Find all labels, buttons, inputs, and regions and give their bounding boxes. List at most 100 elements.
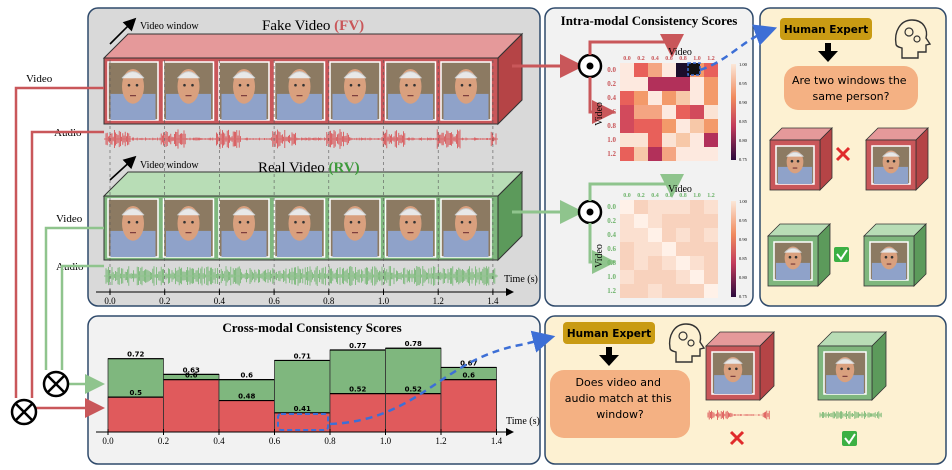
colorbar-tick: 0.90 bbox=[739, 100, 748, 105]
real-video-frame bbox=[440, 198, 492, 258]
fake-connector-arrows bbox=[14, 86, 105, 418]
heatmap-cell bbox=[676, 270, 690, 284]
real-heatmap-arrows bbox=[588, 174, 684, 274]
heatmap-cell bbox=[648, 63, 662, 77]
heatmap-xtick: 1.2 bbox=[707, 193, 715, 199]
cross-label-red: 0.41 bbox=[294, 405, 311, 413]
fake-audio-mini bbox=[707, 410, 770, 420]
fake-video-window-label: Video window bbox=[140, 21, 199, 32]
heatmap-ytick: 0.2 bbox=[607, 80, 616, 88]
heatmap-cell bbox=[662, 270, 676, 284]
heatmap-xtick: 0.2 bbox=[637, 193, 645, 199]
real-heatmap-ylabel: Video bbox=[594, 244, 605, 268]
real-video-side-label: Video bbox=[56, 213, 83, 225]
real-video-frame bbox=[273, 198, 326, 258]
heatmap-cell bbox=[676, 119, 690, 133]
colorbar-tick: 0.80 bbox=[739, 138, 748, 143]
heatmap-ytick: 1.2 bbox=[607, 150, 616, 158]
real-heatmap-colorbar bbox=[731, 201, 736, 297]
question-text-bottom: Does video and audio match at this windo… bbox=[565, 376, 675, 421]
cross-tick-label: 0.4 bbox=[213, 436, 225, 446]
real-video-title: Real Video (RV) bbox=[258, 160, 360, 176]
heatmap-cell bbox=[662, 133, 676, 147]
cube-face bbox=[773, 241, 813, 281]
heatmap-cell bbox=[634, 63, 648, 77]
heatmap-cell bbox=[648, 147, 662, 161]
real-cube-bottom bbox=[817, 331, 887, 401]
heatmap-cell bbox=[690, 242, 704, 256]
fake-heatmap-colorbar bbox=[731, 64, 736, 160]
cross-bar-red bbox=[163, 379, 220, 433]
cross-axis-label: Time (s) bbox=[506, 416, 540, 427]
highlight-cell bbox=[687, 62, 701, 76]
heatmap-cell bbox=[676, 200, 690, 214]
cube-face bbox=[869, 241, 909, 281]
cross-label-green: 0.71 bbox=[294, 352, 311, 360]
cross-label-green: 0.6 bbox=[241, 372, 254, 380]
cross-bar-red bbox=[218, 400, 275, 433]
fake-video-frame bbox=[273, 61, 326, 121]
multiply-node-fake bbox=[10, 398, 38, 426]
colorbar-tick: 0.80 bbox=[739, 275, 748, 280]
heatmap-cell bbox=[662, 105, 676, 119]
heatmap-cell bbox=[648, 119, 662, 133]
gear-head-icon bbox=[894, 19, 932, 59]
heatmap-cell bbox=[662, 119, 676, 133]
expert-bottom-badge-text: Human Expert bbox=[567, 328, 651, 340]
heatmap-ytick: 1.0 bbox=[607, 136, 616, 144]
fake-cube-left bbox=[769, 127, 833, 191]
heatmap-cell bbox=[690, 105, 704, 119]
heatmap-cell bbox=[704, 119, 718, 133]
heatmap-cell bbox=[634, 242, 648, 256]
cross-label-red: 0.6 bbox=[185, 372, 198, 380]
fake-video-frame bbox=[107, 61, 159, 121]
heatmap-xtick: 0.8 bbox=[679, 193, 687, 199]
heatmap-cell bbox=[620, 270, 634, 284]
heatmap-cell bbox=[648, 77, 662, 91]
heatmap-cell bbox=[648, 91, 662, 105]
heatmap-cell bbox=[690, 133, 704, 147]
heatmap-cell bbox=[620, 105, 634, 119]
heatmap-cell bbox=[620, 242, 634, 256]
fake-cube-bottom bbox=[705, 331, 775, 401]
heatmap-cell bbox=[662, 284, 676, 298]
real-cube-left bbox=[767, 223, 831, 287]
time-axis-top-label: Time (s) bbox=[504, 274, 538, 285]
cross-label-red: 0.48 bbox=[238, 393, 255, 401]
heatmap-xtick: 1.2 bbox=[707, 56, 715, 62]
time-tick-label: 0.6 bbox=[268, 296, 280, 306]
fake-audio-mini-wave bbox=[707, 410, 770, 420]
heatmap-cell bbox=[662, 63, 676, 77]
real-video-frame bbox=[162, 198, 215, 258]
heatmap-xtick: 0.8 bbox=[679, 56, 687, 62]
cross-label-red: 0.5 bbox=[130, 389, 143, 397]
cross-tick-label: 1.0 bbox=[380, 436, 392, 446]
heatmap-cell bbox=[662, 242, 676, 256]
time-tick-label: 0.2 bbox=[159, 296, 170, 306]
cross-label-red: 0.52 bbox=[405, 386, 422, 394]
heatmap-cell bbox=[676, 133, 690, 147]
heatmap-cell bbox=[676, 214, 690, 228]
heatmap-cell bbox=[704, 91, 718, 105]
heatmap-cell bbox=[676, 256, 690, 270]
heatmap-cell bbox=[704, 147, 718, 161]
heatmap-ytick: 0.0 bbox=[607, 66, 616, 74]
colorbar-tick: 0.85 bbox=[739, 256, 748, 261]
heatmap-cell bbox=[704, 270, 718, 284]
heatmap-cell bbox=[690, 270, 704, 284]
heatmap-cell bbox=[634, 284, 648, 298]
real-audio-mini-wave bbox=[819, 411, 882, 419]
cross-tick-label: 0.2 bbox=[158, 436, 169, 446]
real-heatmap-yticks: 0.00.20.40.60.81.01.2 bbox=[607, 203, 616, 295]
heatmap-cell bbox=[648, 256, 662, 270]
cross-label-red: 0.6 bbox=[463, 372, 476, 380]
question-box-bottom bbox=[550, 370, 690, 438]
fake-video-cuboid bbox=[102, 32, 524, 126]
fake-heatmap-ylabel: Video bbox=[594, 102, 605, 126]
cross-highlight-box bbox=[277, 413, 329, 431]
heatmap-cell bbox=[690, 119, 704, 133]
real-video-frame bbox=[384, 198, 437, 258]
cross-tick-label: 0.6 bbox=[269, 436, 281, 446]
heatmap-cell bbox=[690, 228, 704, 242]
